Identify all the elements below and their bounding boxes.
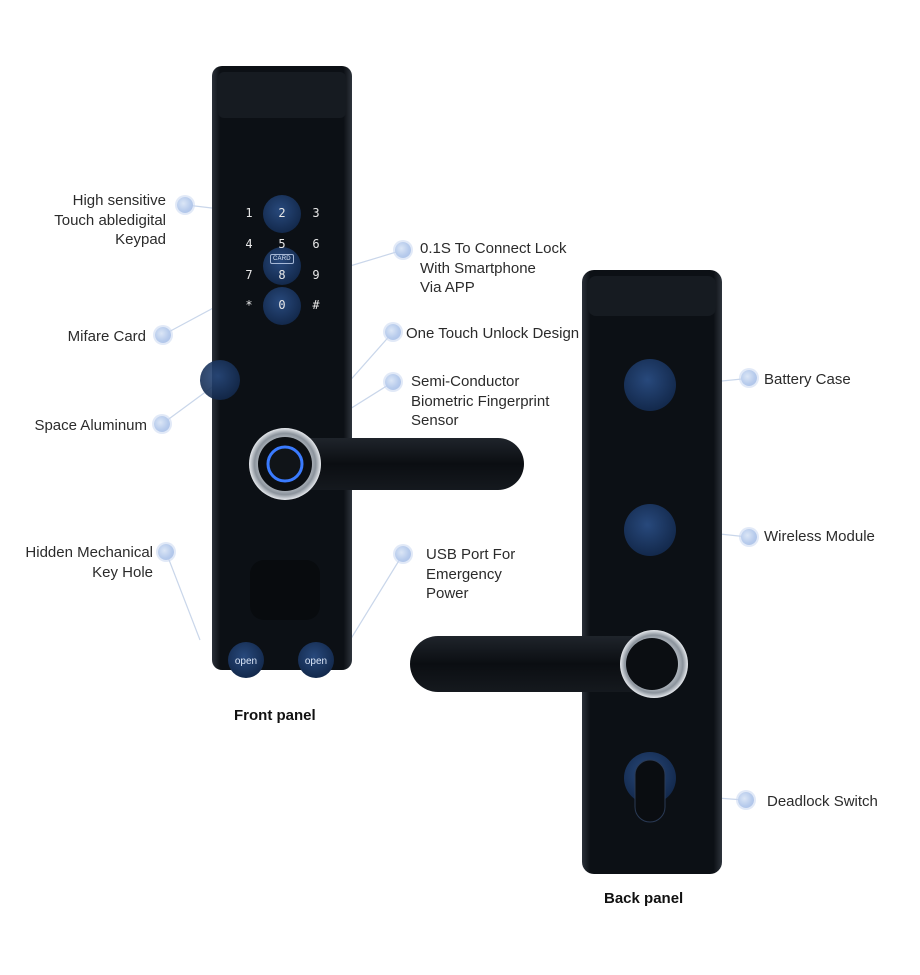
callout-dot-fingerprint [385, 374, 401, 390]
key-8[interactable]: 8 [278, 268, 286, 282]
callout-dot-deadlock [738, 792, 754, 808]
callout-aluminum: Space Aluminum [34, 417, 147, 434]
fingerprint-sensor [266, 445, 304, 483]
callout-dot-usb [395, 546, 411, 562]
battery-case-highlight [624, 359, 676, 411]
callout-fingerprint: Semi-Conductor Biometric Fingerprint Sen… [411, 373, 550, 429]
callout-mifare: Mifare Card [67, 328, 146, 345]
key-9[interactable]: 9 [312, 268, 320, 282]
callout-deadlock: Deadlock Switch [767, 793, 878, 810]
callout-one-touch: One Touch Unlock Design [406, 325, 580, 342]
callout-dot-aluminum [154, 416, 170, 432]
keypad-highlight-card [263, 247, 301, 285]
callout-key-hole: Hidden Mechanical Key Hole [25, 544, 153, 581]
key-7[interactable]: 7 [245, 268, 253, 282]
callout-connect: 0.1S To Connect Lock With Smartphone Via… [420, 240, 567, 296]
wireless-module-highlight [624, 504, 676, 556]
callout-dot-wireless [741, 529, 757, 545]
back-handle [410, 636, 678, 692]
keypad-highlight-zero [263, 287, 301, 325]
key-6[interactable]: 6 [312, 237, 320, 251]
aluminum-highlight [200, 360, 240, 400]
keypad-highlight-top [263, 195, 301, 233]
back-lock-body [582, 270, 722, 874]
key-5[interactable]: 5 [278, 237, 286, 251]
open-label-right: open [304, 656, 328, 667]
key-3[interactable]: 3 [312, 206, 320, 220]
key-hole-highlight [228, 642, 264, 678]
callout-dot-mifare [155, 327, 171, 343]
front-handle [252, 438, 524, 490]
callout-dot-one-touch [385, 324, 401, 340]
key-0[interactable]: 0 [278, 298, 286, 312]
key-1[interactable]: 1 [245, 206, 253, 220]
callout-dot-battery [741, 370, 757, 386]
callout-usb: USB Port For Emergency Power [426, 546, 516, 602]
card-reader-badge: CARD [270, 254, 294, 264]
callout-wireless: Wireless Module [764, 528, 875, 545]
key-star[interactable]: * [245, 298, 253, 312]
open-label-left: open [234, 656, 258, 667]
callout-dot-connect [395, 242, 411, 258]
key-hash[interactable]: # [312, 298, 320, 312]
callout-keypad: High sensitive Touch abledigital Keypad [54, 192, 166, 248]
callout-dot-key-hole [158, 544, 174, 560]
front-lock-body [212, 66, 352, 670]
key-2[interactable]: 2 [278, 206, 286, 220]
callout-dot-keypad [177, 197, 193, 213]
usb-port-highlight [298, 642, 334, 678]
key-4[interactable]: 4 [245, 237, 253, 251]
back-panel-title: Back panel [604, 890, 684, 907]
front-panel-title: Front panel [234, 707, 316, 724]
callout-battery: Battery Case [764, 371, 851, 388]
